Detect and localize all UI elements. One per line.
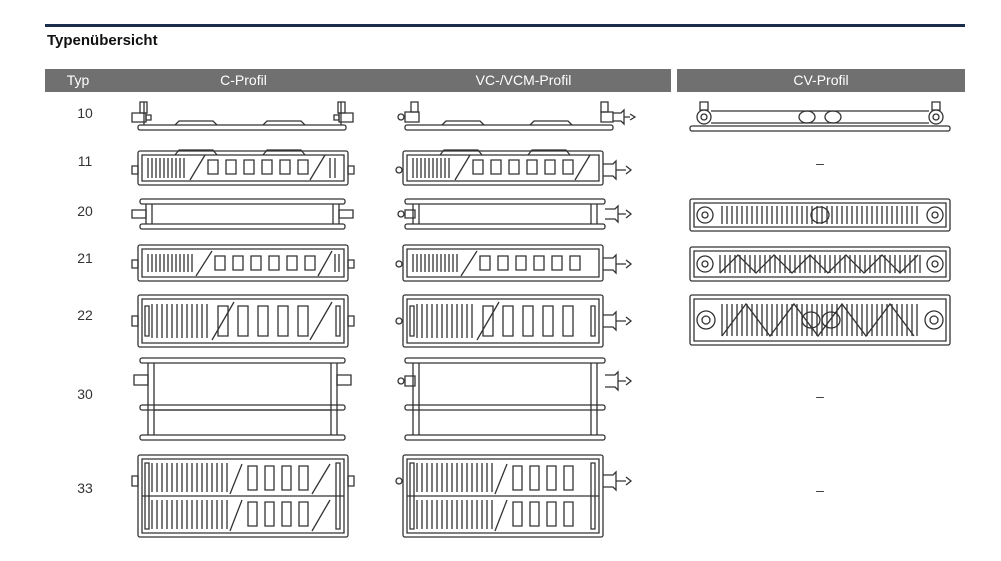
drawing-vc-profil-11 bbox=[395, 146, 640, 188]
cv-empty-30: – bbox=[816, 388, 824, 404]
header-vc-profil: VC-/VCM-Profil bbox=[376, 69, 671, 92]
drawing-c-profil-33 bbox=[130, 452, 355, 540]
drawing-vc-profil-33 bbox=[395, 452, 640, 540]
row-typ-20: 20 bbox=[77, 203, 93, 219]
drawing-cv-profil-20 bbox=[686, 196, 954, 234]
header-cv-profil: CV-Profil bbox=[677, 69, 965, 92]
drawing-cv-profil-22 bbox=[686, 292, 954, 348]
drawing-vc-profil-21 bbox=[395, 242, 640, 284]
cv-empty-33: – bbox=[816, 482, 824, 498]
row-typ-10: 10 bbox=[77, 105, 93, 121]
row-typ-33: 33 bbox=[77, 480, 93, 496]
drawing-c-profil-10 bbox=[130, 98, 355, 134]
drawing-vc-profil-10 bbox=[395, 98, 640, 134]
drawing-c-profil-30 bbox=[130, 355, 355, 445]
drawing-cv-profil-10 bbox=[686, 98, 954, 134]
cv-empty-11: – bbox=[816, 155, 824, 171]
drawing-c-profil-11 bbox=[130, 146, 355, 188]
drawing-cv-profil-21 bbox=[686, 244, 954, 284]
drawing-c-profil-20 bbox=[130, 196, 355, 232]
row-typ-21: 21 bbox=[77, 250, 93, 266]
drawing-vc-profil-30 bbox=[395, 355, 640, 445]
top-rule bbox=[45, 24, 965, 27]
header-typ: Typ bbox=[45, 69, 111, 92]
drawing-vc-profil-20 bbox=[395, 196, 640, 232]
row-typ-22: 22 bbox=[77, 307, 93, 323]
drawing-vc-profil-22 bbox=[395, 292, 640, 350]
drawing-c-profil-22 bbox=[130, 292, 355, 350]
header-c-profil: C-Profil bbox=[111, 69, 376, 92]
drawing-c-profil-21 bbox=[130, 242, 355, 284]
page-title: Typenübersicht bbox=[47, 32, 158, 49]
row-typ-30: 30 bbox=[77, 386, 93, 402]
row-typ-11: 11 bbox=[77, 153, 93, 169]
